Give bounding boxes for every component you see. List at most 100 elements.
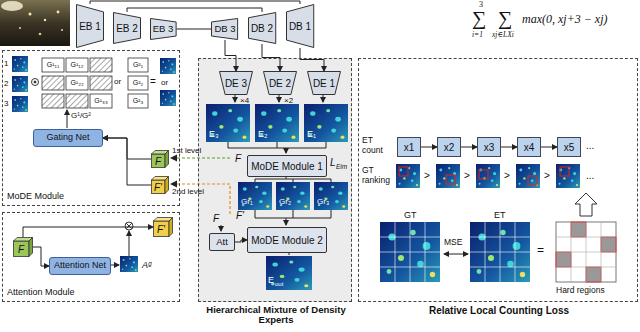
annotation-label: G¹₁₂ bbox=[66, 58, 88, 72]
density-maps-part bbox=[470, 222, 530, 282]
node-label: x4 bbox=[524, 142, 535, 153]
encoder-block: EB 2 bbox=[113, 12, 141, 44]
node-label: F' bbox=[154, 182, 162, 193]
cube-front bbox=[154, 221, 170, 237]
hard-region-grid bbox=[556, 222, 616, 282]
count-box: x4 bbox=[517, 137, 541, 157]
annotation-label: GT ranking bbox=[362, 166, 394, 186]
annotation-label: ∑ bbox=[498, 7, 512, 30]
density-maps-part bbox=[238, 182, 272, 210]
annotation-label: 1st level bbox=[172, 146, 201, 155]
density-maps-part bbox=[160, 90, 176, 106]
flow-lines-part bbox=[221, 225, 222, 231]
node-label: EB 1 bbox=[79, 21, 101, 32]
annotation-label: ET bbox=[494, 210, 506, 220]
annotation-label: = bbox=[537, 244, 544, 258]
encoder-block: EB 1 bbox=[76, 4, 104, 48]
count-box: x3 bbox=[477, 137, 501, 157]
density-maps-part bbox=[12, 76, 28, 92]
connector bbox=[176, 29, 211, 30]
node-label: DB 3 bbox=[214, 24, 235, 34]
annotation-label: 2 bbox=[4, 79, 8, 88]
node-label: F bbox=[155, 156, 161, 167]
connector bbox=[225, 40, 236, 71]
annotation-label: > bbox=[544, 170, 550, 182]
flow-lines bbox=[67, 94, 468, 265]
node-label: DB 2 bbox=[251, 23, 273, 34]
annotation-label: > bbox=[424, 170, 430, 182]
decoder-block: DB 3 bbox=[211, 18, 238, 40]
node-label: x2 bbox=[444, 142, 455, 153]
annotation-label: 3 bbox=[4, 99, 8, 108]
density-maps-part bbox=[12, 96, 28, 112]
annotation-label: or bbox=[161, 78, 168, 87]
annotation-label: G²₁ bbox=[128, 58, 148, 72]
trapezoid bbox=[212, 19, 238, 40]
connector bbox=[461, 147, 477, 148]
connector bbox=[90, 1, 300, 4]
decoder-block: DB 2 bbox=[248, 12, 276, 44]
node-label: Gating Net bbox=[46, 133, 89, 143]
connector bbox=[103, 138, 151, 185]
hard-region-grid-part bbox=[556, 222, 616, 282]
dashed-panel: MoDE ModuleGating NetFF' bbox=[2, 50, 180, 206]
crowd-photo-part bbox=[0, 0, 70, 46]
gate-matrix-part bbox=[90, 94, 112, 108]
annotation-label: Aᵍ bbox=[142, 260, 152, 270]
connector bbox=[235, 240, 247, 242]
cube-front bbox=[14, 241, 30, 257]
node-label: F' bbox=[157, 224, 165, 235]
flow-lines-part bbox=[235, 94, 236, 102]
annotation-label: E₂ bbox=[258, 129, 268, 139]
annotation-label: G¹₃₃ bbox=[90, 94, 112, 108]
gate-matrix-part bbox=[128, 76, 148, 90]
node-label: EB 3 bbox=[153, 24, 174, 34]
annotation-label: ×2 bbox=[284, 96, 293, 105]
operator-symbols-part bbox=[32, 79, 39, 86]
module-box: Att bbox=[209, 233, 235, 251]
trapezoid bbox=[248, 13, 275, 44]
rank-outlines-part bbox=[528, 176, 537, 185]
gate-matrix-part bbox=[66, 76, 88, 90]
node-label: F bbox=[18, 244, 24, 255]
feature-cube: F' bbox=[151, 176, 169, 194]
crowd-photo-part bbox=[57, 11, 60, 14]
annotation-label: xj∈LXi bbox=[492, 31, 514, 40]
node-label: DB 1 bbox=[289, 21, 311, 32]
trapezoid bbox=[286, 5, 313, 48]
count-box: x1 bbox=[397, 137, 421, 157]
grid-lines bbox=[380, 222, 530, 282]
annotation-label: i=1 bbox=[472, 31, 483, 40]
gate-matrix-part bbox=[128, 58, 148, 72]
flow-lines-part bbox=[228, 142, 326, 148]
flow-lines-part bbox=[129, 231, 130, 256]
annotation-label: G¹/G² bbox=[71, 111, 91, 120]
cube-side bbox=[169, 218, 173, 237]
density-maps-part bbox=[304, 104, 348, 142]
density-maps-part bbox=[556, 164, 580, 188]
gate-matrix bbox=[42, 58, 148, 108]
crowd-photo-part bbox=[61, 29, 63, 31]
density-maps-part bbox=[476, 164, 500, 188]
gate-matrix-part bbox=[90, 58, 112, 72]
connector bbox=[33, 247, 49, 266]
annotation-label: ×4 bbox=[240, 96, 249, 105]
trapezoid bbox=[150, 19, 176, 40]
annotation-label: G²₃ bbox=[128, 94, 148, 108]
annotation-label: out bbox=[275, 281, 283, 288]
annotation-label: ET count bbox=[362, 136, 392, 156]
annotation-label: Hard regions bbox=[556, 286, 605, 296]
cube-front bbox=[152, 180, 166, 194]
connector bbox=[127, 8, 262, 12]
trapezoid bbox=[308, 72, 341, 95]
panel-title: Hierarchical Mixture of Density Experts bbox=[199, 305, 353, 326]
rank-outlines-part bbox=[399, 167, 408, 176]
density-maps-part bbox=[380, 222, 440, 282]
cube-side bbox=[165, 151, 169, 168]
node-label: DE 1 bbox=[313, 78, 335, 89]
annotation-label: Eim bbox=[336, 163, 347, 170]
annotation-label: max(0, xj+3 − xj) bbox=[522, 13, 608, 27]
hollow-arrow bbox=[575, 193, 597, 216]
annotation-label: > bbox=[464, 170, 470, 182]
